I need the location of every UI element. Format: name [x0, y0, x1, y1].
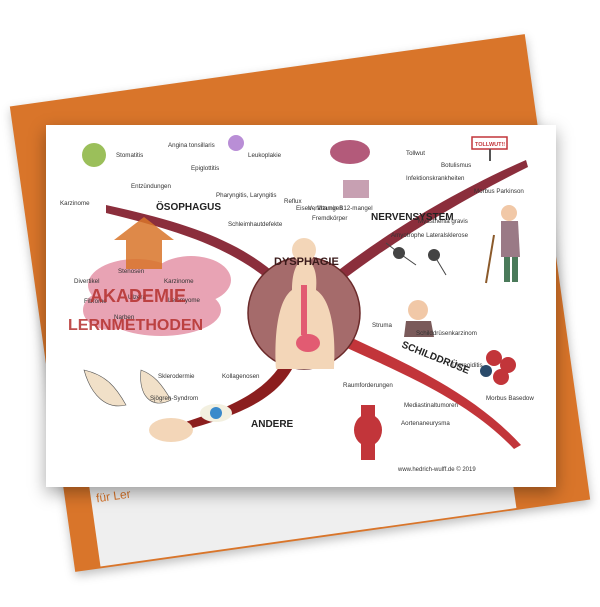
branch-schilddruese — [308, 320, 521, 449]
label-infektion: Infektionskrankheiten — [406, 175, 465, 182]
aorta-icon — [354, 405, 382, 460]
person-goiter-icon — [404, 300, 434, 337]
mindmap-canvas: ÖSOPHAGUS NERVENSYSTEM SCHILDDRÜSE ANDER… — [60, 135, 534, 473]
branch-title-oesophagus: ÖSOPHAGUS — [156, 200, 221, 213]
elderly-person-icon — [485, 205, 520, 284]
label-divertikel: Divertikel — [74, 278, 99, 285]
label-tollwut: Tollwut — [406, 150, 425, 157]
branch-title-andere: ANDERE — [251, 419, 294, 430]
label-stenosen: Stenosen — [118, 268, 145, 275]
label-sklerodermie: Sklerodermie — [158, 373, 195, 380]
watermark-line2: LERNMETHODEN — [68, 317, 203, 334]
label-eisen: Eisen-, Vitamin B12-mangel — [296, 205, 373, 212]
fremdkoerper-icon — [343, 180, 369, 198]
mindmap-poster: ÖSOPHAGUS NERVENSYSTEM SCHILDDRÜSE ANDER… — [46, 125, 556, 487]
label-schleimhautdefekte: Schleimhautdefekte — [228, 221, 283, 228]
label-tollwut-sign: TOLLWUT!! — [475, 142, 505, 148]
label-aortenaneurysma: Aortenaneurysma — [401, 420, 450, 427]
branch-nervensystem — [308, 160, 528, 303]
label-fremdkoerper: Fremdkörper — [312, 215, 347, 222]
label-reflux: Reflux — [284, 198, 302, 205]
label-schilddruesenkarzinom: Schilddrüsenkarzinom — [416, 330, 477, 337]
cloud-oesophagus-diseases — [83, 256, 231, 336]
label-raumforderungen: Raumforderungen — [343, 382, 393, 389]
credit-text: www.hedrich-wulff.de © 2019 — [397, 466, 476, 473]
pills-icon — [330, 140, 370, 164]
mouth-eye-icon — [149, 404, 232, 442]
virus-icon — [82, 143, 106, 167]
label-narben: Narben — [114, 314, 135, 321]
label-stomatitis: Stomatitis — [116, 152, 143, 159]
virus-icon-small — [228, 135, 244, 151]
hands-icon — [83, 369, 172, 407]
label-angina: Angina tonsillaris — [168, 142, 215, 149]
label-entzuendungen: Entzündungen — [131, 183, 171, 190]
label-fibrome: Fibrome — [84, 298, 107, 305]
branch-oesophagus — [106, 205, 301, 307]
label-pharyngitis: Pharyngitis, Laryngitis — [216, 192, 277, 199]
label-kollagenosen: Kollagenosen — [222, 373, 260, 380]
label-epiglottitis: Epiglottitis — [191, 165, 219, 172]
label-botulismus: Botulismus — [441, 162, 471, 169]
label-struma: Struma — [372, 322, 393, 329]
label-parkinson: Morbus Parkinson — [474, 188, 524, 195]
branch-title-nervensystem: NERVENSYSTEM — [371, 212, 454, 223]
center-title: DYSPHAGIE — [274, 256, 339, 268]
label-ulzera: Ulzera — [128, 294, 146, 301]
label-warzinome: Karzinome — [60, 200, 90, 207]
watermark-line1: AKADEMIE — [90, 286, 186, 306]
neuron-icon — [385, 242, 447, 276]
esophagus-icon — [301, 285, 307, 335]
label-lateralsklerose: Amyotrophe Lateralsklerose — [391, 232, 469, 239]
label-veraetzungen: Verätzungen — [308, 205, 343, 212]
thyroid-cells-icon — [480, 350, 516, 385]
label-myasthenia: Myasthenia gravis — [418, 218, 468, 225]
label-mediastinaltumoren: Mediastinaltumoren — [404, 402, 459, 409]
label-thyreoiditis: Thyreoiditis — [451, 362, 483, 369]
label-basedow: Morbus Basedow — [486, 395, 534, 402]
watermark-logo: AKADEMIE LERNMETHODEN — [68, 217, 203, 334]
label-leiomyome: Leiomyome — [168, 297, 201, 304]
label-sjoegren: Sjögren-Syndrom — [150, 395, 198, 402]
label-leukoplakie: Leukoplakie — [248, 152, 282, 159]
label-karzinome: Karzinome — [164, 278, 194, 285]
